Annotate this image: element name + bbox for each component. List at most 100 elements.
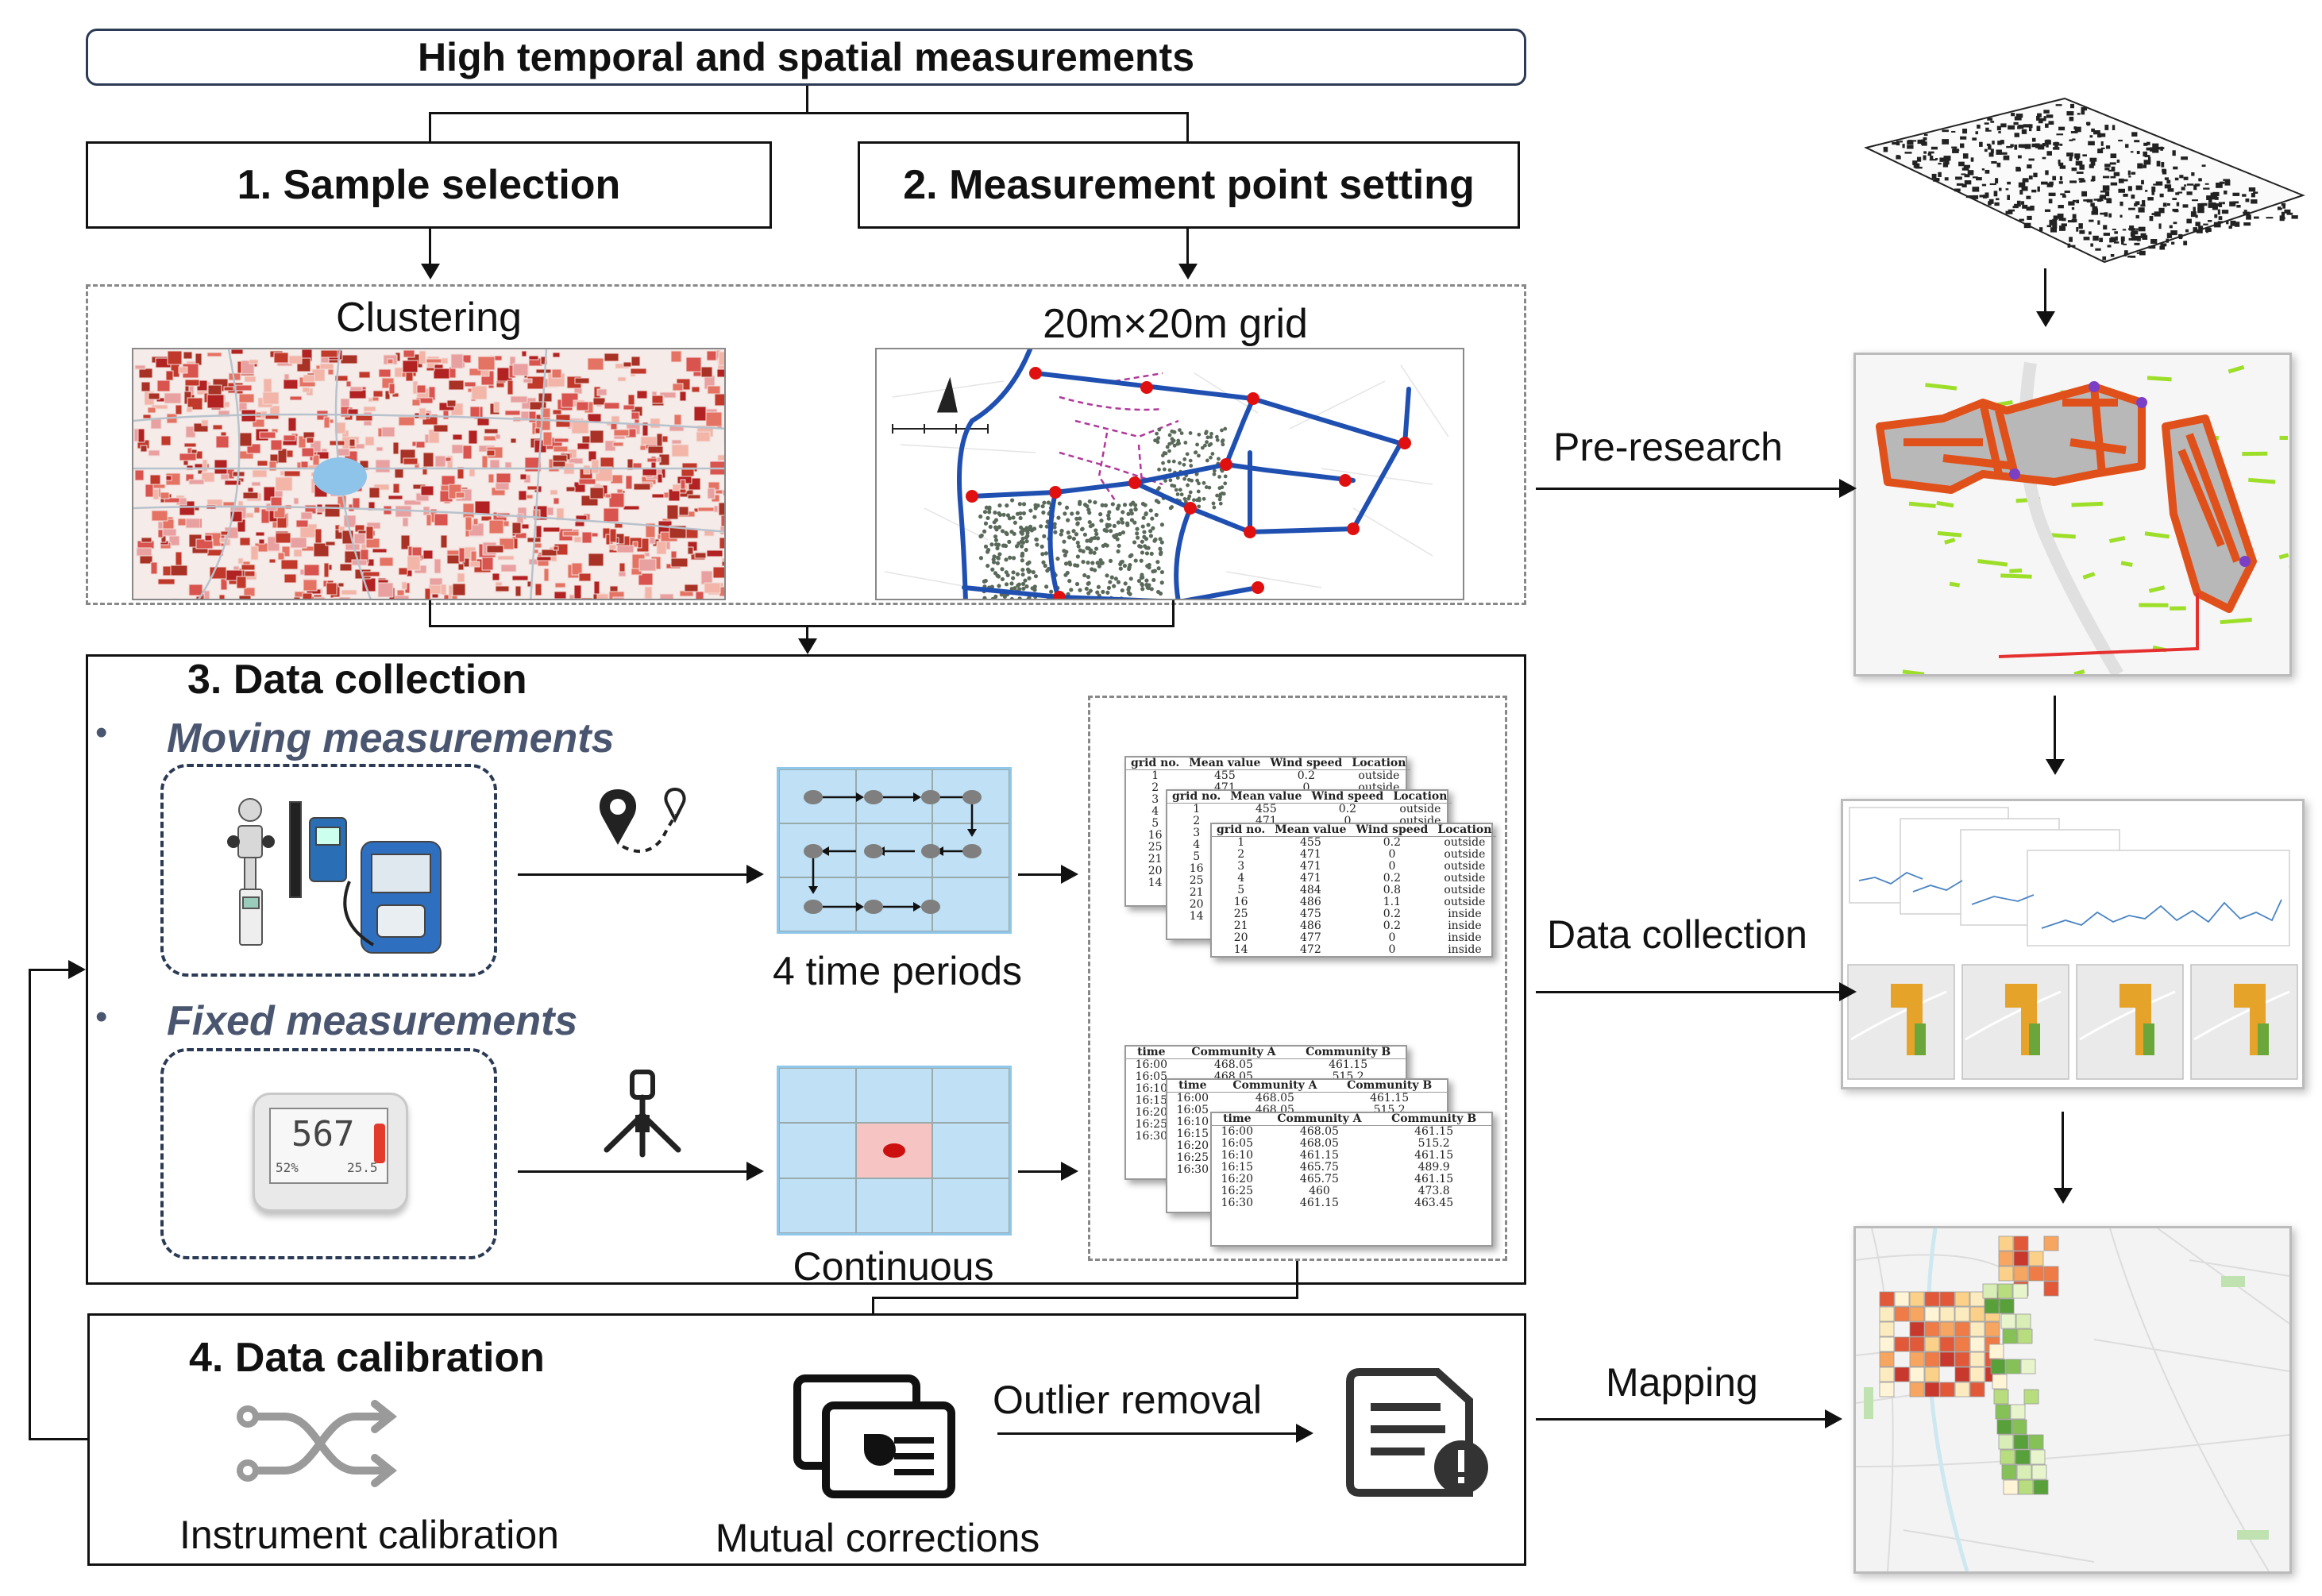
table-cell: 0 bbox=[1344, 815, 1352, 827]
continuous-label: Continuous bbox=[793, 1244, 994, 1289]
connector bbox=[1018, 873, 1063, 876]
feedback-connector bbox=[29, 1438, 87, 1440]
table-cell: 489.9 bbox=[1418, 1161, 1450, 1174]
data-collection-charts bbox=[1841, 799, 2305, 1089]
table-cell: 16 bbox=[1148, 829, 1163, 842]
table-cell: inside bbox=[1448, 931, 1482, 944]
table-cell: 1 bbox=[1193, 803, 1201, 815]
arrow-down bbox=[2036, 311, 2055, 327]
table-header: time bbox=[1126, 1047, 1177, 1059]
arrow-down bbox=[421, 264, 440, 279]
table-header: time bbox=[1167, 1080, 1218, 1093]
connector bbox=[429, 229, 431, 264]
table-cell: 473.8 bbox=[1418, 1185, 1450, 1197]
arrow-down bbox=[1178, 264, 1198, 279]
table-cell: 471 bbox=[1300, 872, 1321, 885]
arrow-right bbox=[746, 865, 764, 884]
mutual-corrections-icon bbox=[793, 1374, 955, 1498]
arrow-right bbox=[68, 960, 86, 979]
city-3d-model bbox=[1864, 97, 2305, 264]
data-collection-title: 3. Data collection bbox=[187, 657, 527, 703]
table-cell: outside bbox=[1444, 872, 1486, 885]
table-cell: 461.15 bbox=[1370, 1092, 1410, 1104]
title-box bbox=[86, 29, 1526, 86]
connector bbox=[2062, 1112, 2064, 1189]
table-header: Mean value bbox=[1184, 758, 1266, 770]
pre-research-map bbox=[1853, 353, 2292, 677]
table-header: grid no. bbox=[1167, 791, 1226, 804]
table-cell: 16:15 bbox=[1176, 1128, 1209, 1140]
connector bbox=[1536, 1418, 1826, 1421]
connector bbox=[872, 1297, 1298, 1299]
table-cell: 465.75 bbox=[1299, 1161, 1339, 1174]
table-cell: 0.2 bbox=[1383, 908, 1402, 920]
table-header: grid no. bbox=[1212, 824, 1271, 837]
table-cell: 0.2 bbox=[1297, 769, 1316, 782]
connector bbox=[1018, 1170, 1063, 1173]
table-cell: 2 bbox=[1151, 781, 1159, 794]
table-cell: 1 bbox=[1151, 769, 1159, 782]
step-measurement-point: 2. Measurement point setting bbox=[903, 162, 1475, 208]
table-cell: 20 bbox=[1148, 865, 1163, 877]
table-cell: 468.05 bbox=[1213, 1058, 1253, 1071]
step-measurement-point-box bbox=[858, 141, 1520, 229]
table-cell: 16:00 bbox=[1135, 1058, 1167, 1071]
connector bbox=[1186, 229, 1189, 264]
table-cell: 4 bbox=[1237, 872, 1245, 885]
table-cell: 14 bbox=[1189, 910, 1204, 923]
table-cell: 0.2 bbox=[1383, 919, 1402, 932]
table-cell: 14 bbox=[1148, 877, 1163, 889]
connector bbox=[1296, 1261, 1298, 1299]
clustering-map bbox=[132, 348, 726, 600]
table-cell: 0 bbox=[1302, 781, 1310, 794]
table-cell: 486 bbox=[1300, 919, 1321, 932]
report-alert-icon bbox=[1346, 1368, 1488, 1497]
connector bbox=[429, 112, 1189, 114]
table-header: time bbox=[1212, 1113, 1263, 1126]
instrument-calibration-label: Instrument calibration bbox=[179, 1513, 559, 1557]
bullet: • bbox=[95, 997, 108, 1036]
table-cell: 0.8 bbox=[1383, 884, 1402, 896]
arrow-right bbox=[746, 1162, 764, 1181]
arrow-down bbox=[2054, 1188, 2073, 1204]
table-header: Community A bbox=[1176, 1047, 1291, 1059]
grid-label: 20m×20m grid bbox=[1043, 301, 1308, 347]
table-cell: 2 bbox=[1193, 815, 1201, 827]
tables-panel bbox=[1088, 696, 1507, 1261]
connector bbox=[429, 600, 431, 627]
table-cell: 25 bbox=[1189, 874, 1204, 887]
table-cell: 16:10 bbox=[1176, 1116, 1209, 1128]
table-cell: inside bbox=[1448, 943, 1482, 956]
table-cell: 461.15 bbox=[1299, 1149, 1339, 1162]
table-cell: 475 bbox=[1300, 908, 1321, 920]
shuffle-calibration-icon bbox=[237, 1400, 398, 1487]
fixed-instrument-device: 567 52% 25.5 bbox=[253, 1093, 408, 1212]
table-cell: 465.75 bbox=[1299, 1173, 1339, 1185]
fixed-instrument-frame bbox=[160, 1048, 497, 1259]
arrow-right bbox=[1839, 479, 1857, 498]
table-cell: outside bbox=[1444, 896, 1486, 908]
table-cell: 16:20 bbox=[1135, 1106, 1167, 1119]
table-header: Community A bbox=[1262, 1113, 1377, 1126]
table-cell: 463.45 bbox=[1414, 1197, 1454, 1209]
table-cell: 1.1 bbox=[1383, 896, 1402, 908]
maps-panel bbox=[86, 284, 1526, 605]
table-cell: 0 bbox=[1388, 943, 1396, 956]
table-header: grid no. bbox=[1126, 758, 1185, 770]
feedback-connector bbox=[29, 969, 31, 1440]
fixed-point-marker bbox=[883, 1143, 905, 1158]
data-calibration-title: 4. Data calibration bbox=[189, 1335, 545, 1381]
table-header: Community A bbox=[1217, 1080, 1333, 1093]
table-cell: 461.15 bbox=[1414, 1173, 1454, 1185]
table-cell: 515.2 bbox=[1418, 1137, 1450, 1150]
table-cell: 0 bbox=[1388, 860, 1396, 873]
